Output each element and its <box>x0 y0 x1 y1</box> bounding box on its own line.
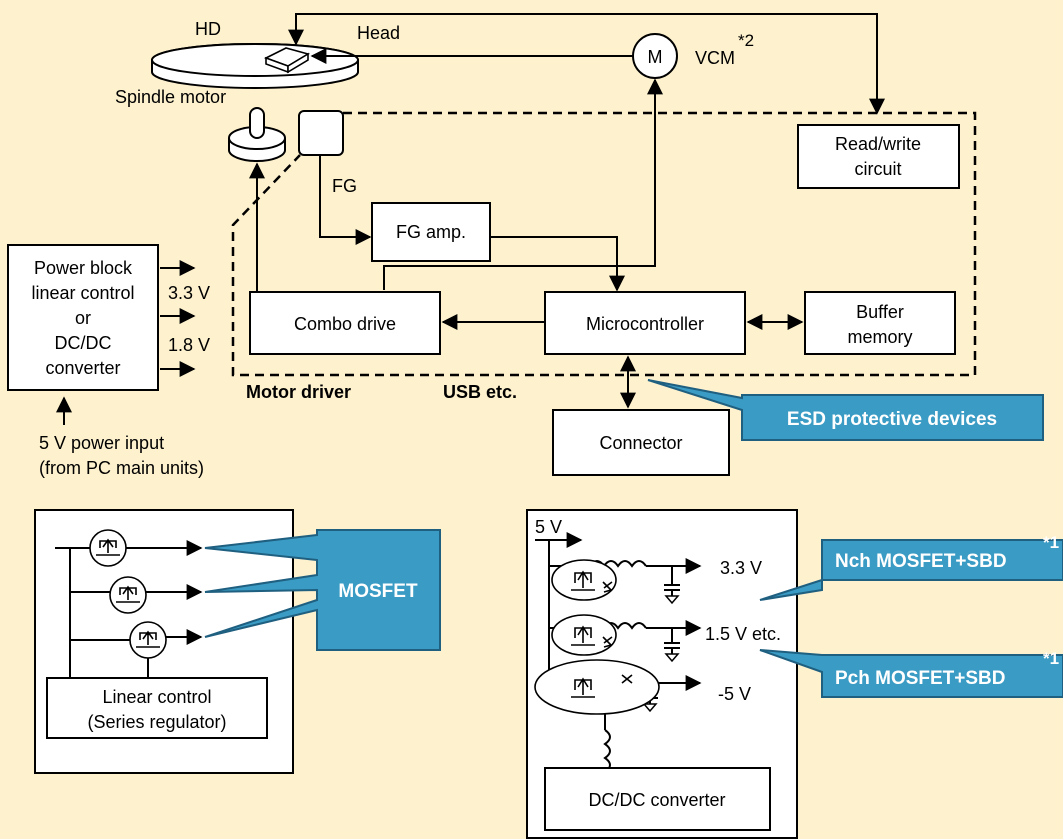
mosfet-callout-label: MOSFET <box>338 581 418 602</box>
fg-amp-label: FG amp. <box>396 222 466 242</box>
read-write-label-1: Read/write <box>835 134 921 154</box>
linear-label-2: (Series regulator) <box>87 712 226 732</box>
nch-mosfet-icon-1 <box>551 559 617 601</box>
pch-callout-note: *1 <box>1043 649 1059 668</box>
usb-label: USB etc. <box>443 382 517 402</box>
esd-callout <box>647 379 1044 441</box>
vcm-note: *2 <box>738 31 754 50</box>
mosfet-icon-2 <box>109 576 147 614</box>
pch-callout <box>759 649 1063 698</box>
buffer-label-2: memory <box>847 327 912 347</box>
motor-label: M <box>648 47 663 67</box>
read-write-circuit-box <box>797 124 960 189</box>
power-label-3: or <box>75 308 91 328</box>
connector-box <box>552 409 730 476</box>
micro-to-vcm-arrow <box>383 78 663 290</box>
buffer-label-1: Buffer <box>856 302 904 322</box>
nch-callout-note: *1 <box>1043 533 1059 552</box>
v33-label: 3.3 V <box>168 283 210 303</box>
combo-drive-label: Combo drive <box>294 314 396 334</box>
head-label: Head <box>357 23 400 43</box>
motor-driver-label: Motor driver <box>246 382 351 402</box>
buffer-memory-box <box>804 291 956 355</box>
in5v-label: 5 V <box>535 517 562 537</box>
vcm-label: VCM <box>695 48 735 68</box>
dcdc-label: DC/DC converter <box>588 790 725 810</box>
out15-label: 1.5 V etc. <box>705 624 781 644</box>
hard-disk <box>151 43 359 89</box>
fg-amp-box <box>371 202 491 262</box>
mosfet-callout <box>204 529 441 651</box>
combo-drive-box <box>249 291 441 355</box>
esd-callout-label: ESD protective devices <box>787 409 997 430</box>
nch-mosfet-icon-2 <box>551 614 617 656</box>
pch-callout-label: Pch MOSFET+SBD <box>835 668 1006 689</box>
fg-label: FG <box>332 176 357 196</box>
mosfet-icon-3 <box>129 621 167 659</box>
power-label-4: DC/DC <box>55 333 112 353</box>
pch-mosfet-icon <box>534 659 660 715</box>
spindle-motor-label: Spindle motor <box>115 87 226 107</box>
amp-to-micro-arrow <box>490 236 625 292</box>
linear-control-box <box>46 677 268 739</box>
v18-label: 1.8 V <box>168 335 210 355</box>
motor-driver-boundary <box>231 111 977 377</box>
nch-callout <box>759 539 1063 601</box>
hd-label: HD <box>195 19 221 39</box>
nch-callout-label: Nch MOSFET+SBD <box>835 551 1007 572</box>
power-block-box <box>7 244 159 391</box>
power-input-label-2: (from PC main units) <box>39 458 204 478</box>
connector-label: Connector <box>599 433 682 453</box>
head-readwrite-line <box>288 13 885 115</box>
fg-sensor <box>298 110 344 156</box>
dcdc-converter-box <box>544 767 771 831</box>
power-label-5: converter <box>45 358 120 378</box>
linear-regulator-schematic <box>55 540 203 690</box>
linear-label-1: Linear control <box>102 687 211 707</box>
out33-label: 3.3 V <box>720 558 762 578</box>
power-label-2: linear control <box>31 283 134 303</box>
power-label-1: Power block <box>34 258 133 278</box>
power-input-label-1: 5 V power input <box>39 433 164 453</box>
microcontroller-box <box>544 291 746 355</box>
microcontroller-label: Microcontroller <box>586 314 704 334</box>
outm5-label: -5 V <box>718 684 751 704</box>
mosfet-icon-1 <box>89 529 127 567</box>
spindle-motor-icon <box>228 107 286 162</box>
fg-to-amp-arrow <box>319 155 372 245</box>
read-write-label-2: circuit <box>854 159 901 179</box>
